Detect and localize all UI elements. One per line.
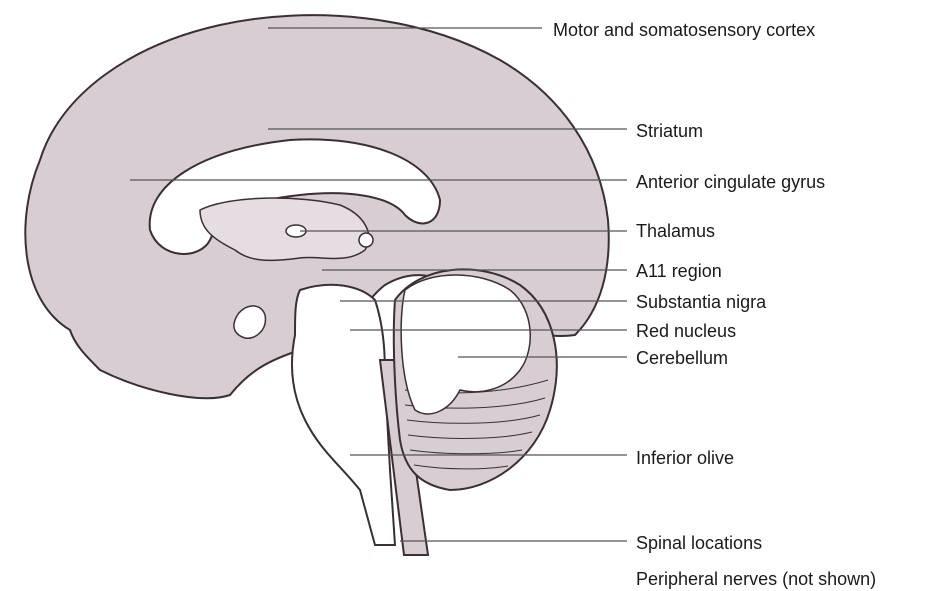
label-peripheral-nerves: Peripheral nerves (not shown) xyxy=(636,569,876,589)
label-substantia-nigra: Substantia nigra xyxy=(636,292,766,312)
label-spinal-locations: Spinal locations xyxy=(636,533,762,553)
label-cerebellum: Cerebellum xyxy=(636,348,728,368)
label-motor-cortex: Motor and somatosensory cortex xyxy=(553,20,815,40)
brainstem xyxy=(292,285,395,545)
label-anterior-cingulate: Anterior cingulate gyrus xyxy=(636,172,825,192)
label-a11-region: A11 region xyxy=(636,261,722,281)
label-red-nucleus: Red nucleus xyxy=(636,321,736,341)
label-striatum: Striatum xyxy=(636,121,703,141)
label-thalamus: Thalamus xyxy=(636,221,715,241)
label-inferior-olive: Inferior olive xyxy=(636,448,734,468)
a11-nucleus xyxy=(359,233,373,247)
